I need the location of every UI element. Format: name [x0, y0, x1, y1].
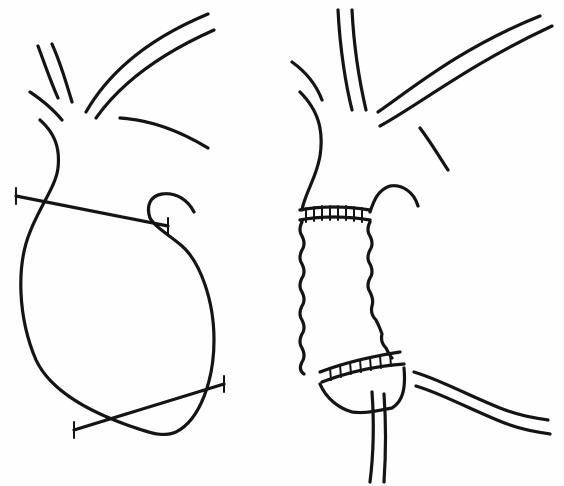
upper-anastomosis: [300, 206, 370, 222]
iliac-vessels: [370, 372, 550, 482]
right-aortic-root-left-wall: [300, 92, 321, 210]
left-panel: [16, 14, 224, 438]
distal-aorta-wall: [320, 368, 405, 413]
lower-clamp-line: [74, 376, 224, 438]
vascular-graft: [300, 222, 392, 374]
right-panel: [292, 10, 552, 482]
right-branch-vessels: [292, 10, 552, 170]
right-aortic-arch-wall: [370, 186, 418, 212]
left-aneurysm-sac: [21, 120, 214, 434]
left-branch-vessels: [30, 14, 214, 148]
